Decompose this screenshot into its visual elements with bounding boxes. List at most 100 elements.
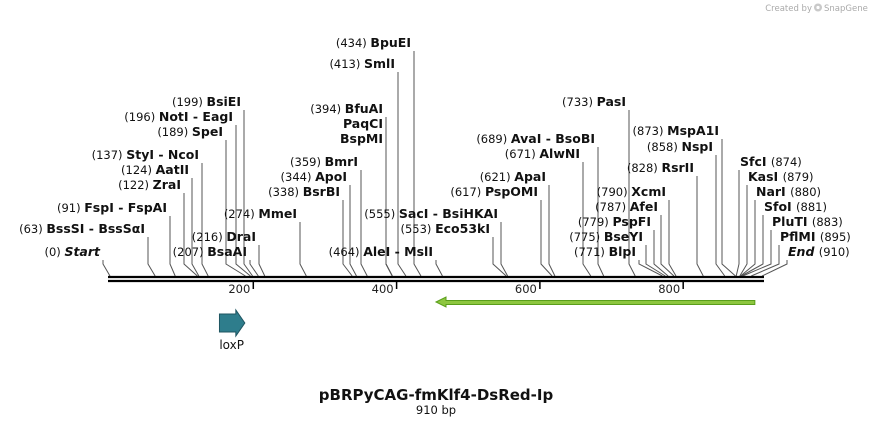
site-label: (413) SmlI — [329, 56, 395, 71]
site-line — [102, 260, 111, 277]
site-label: (124) AatII — [121, 162, 189, 177]
site-line — [751, 245, 780, 277]
site-position: (883) — [812, 215, 843, 229]
site-label: SfcI (874) — [740, 154, 802, 169]
site-label: PflMI (895) — [780, 229, 851, 244]
site-position: (787) — [595, 200, 630, 214]
site-position: (689) — [476, 132, 511, 146]
site-line — [653, 230, 669, 277]
site-position: (0) — [44, 245, 64, 259]
site-name: BseYI — [604, 229, 643, 244]
site-line — [169, 216, 176, 277]
site-name: NarI — [756, 184, 790, 199]
site-label: BspMI — [340, 131, 383, 146]
site-position: (790) — [597, 185, 632, 199]
site-position: (207) — [173, 245, 208, 259]
site-label: (775) BseYI — [569, 229, 643, 244]
loxP-label: loxP — [219, 338, 244, 352]
site-line — [628, 110, 636, 277]
site-position: (359) — [290, 155, 325, 169]
site-lines-layer — [102, 51, 788, 277]
site-line — [660, 215, 675, 277]
site-line — [500, 222, 509, 277]
site-position: (858) — [647, 140, 682, 154]
site-name: BmrI — [325, 154, 358, 169]
site-position: (189) — [157, 125, 192, 139]
site-label: (873) MspA1I — [633, 123, 719, 138]
site-name: BpuEI — [370, 35, 411, 50]
site-line — [582, 162, 592, 277]
site-position: (895) — [820, 230, 851, 244]
site-name: BspMI — [340, 131, 383, 146]
green-feature-arrow[interactable] — [434, 296, 756, 308]
site-position: (873) — [633, 124, 668, 138]
axis-tick-label: 600 — [515, 282, 537, 296]
site-name: DraI — [226, 229, 256, 244]
site-label: (555) SacI - BsiHKAI — [364, 206, 498, 221]
site-name: AfeI — [630, 199, 658, 214]
site-line — [385, 147, 393, 277]
site-label: PaqCI — [343, 116, 383, 131]
site-position: (199) — [172, 95, 207, 109]
site-label: (122) ZraI — [118, 177, 181, 192]
site-position: (196) — [124, 110, 159, 124]
loxP-arrow[interactable] — [218, 308, 246, 338]
site-name: BsrBI — [303, 184, 340, 199]
site-name: SfoI — [764, 199, 796, 214]
site-position: (63) — [19, 222, 46, 236]
site-name: BfuAI — [345, 101, 383, 116]
site-label: (553) Eco53kI — [401, 221, 491, 236]
map-length: 910 bp — [416, 403, 456, 417]
site-line — [735, 170, 740, 277]
site-name: StyI - NcoI — [126, 147, 199, 162]
site-name: RsrII — [661, 160, 694, 175]
axis-tick-label: 400 — [372, 282, 394, 296]
site-position: (344) — [281, 170, 316, 184]
site-position: (733) — [562, 95, 597, 109]
site-line — [191, 178, 200, 277]
site-position: (881) — [796, 200, 827, 214]
site-line — [638, 260, 663, 277]
site-label: (733) PasI — [562, 94, 626, 109]
site-line — [696, 176, 704, 277]
site-line — [548, 185, 556, 277]
site-label: (621) ApaI — [480, 169, 546, 184]
site-line — [225, 140, 246, 277]
site-name: SacI - BsiHKAI — [399, 206, 498, 221]
site-name: FspI - FspAI — [84, 200, 167, 215]
site-position: (621) — [480, 170, 515, 184]
site-position: (880) — [790, 185, 821, 199]
site-name: BlpI — [609, 244, 636, 259]
site-name: MmeI — [258, 206, 297, 221]
site-line — [761, 260, 788, 277]
site-position: (124) — [121, 163, 156, 177]
site-position: (879) — [783, 170, 814, 184]
site-line — [740, 215, 764, 277]
site-name: AleI - MslI — [363, 244, 433, 259]
axis-tick-label: 800 — [658, 282, 680, 296]
site-position: (617) — [450, 185, 485, 199]
site-line — [183, 193, 198, 277]
site-position: (828) — [627, 161, 662, 175]
site-position: (338) — [268, 185, 303, 199]
site-label: (344) ApoI — [281, 169, 347, 184]
site-line — [349, 185, 357, 277]
site-name: BsaAI — [207, 244, 247, 259]
site-label: (91) FspI - FspAI — [57, 200, 167, 215]
site-line — [249, 260, 259, 277]
site-name: PaqCI — [343, 116, 383, 131]
site-label: (359) BmrI — [290, 154, 358, 169]
site-line — [258, 245, 266, 277]
site-label: PluTI (883) — [772, 214, 843, 229]
site-line — [243, 110, 253, 277]
site-name: PspOMI — [485, 184, 538, 199]
site-line — [435, 260, 443, 277]
site-line — [299, 222, 307, 277]
site-name: Start — [64, 244, 101, 259]
site-name: PluTI — [772, 214, 812, 229]
site-name: KasI — [748, 169, 783, 184]
site-label: (858) NspI — [647, 139, 713, 154]
site-label: (0) Start — [44, 244, 101, 259]
site-position: (874) — [771, 155, 802, 169]
